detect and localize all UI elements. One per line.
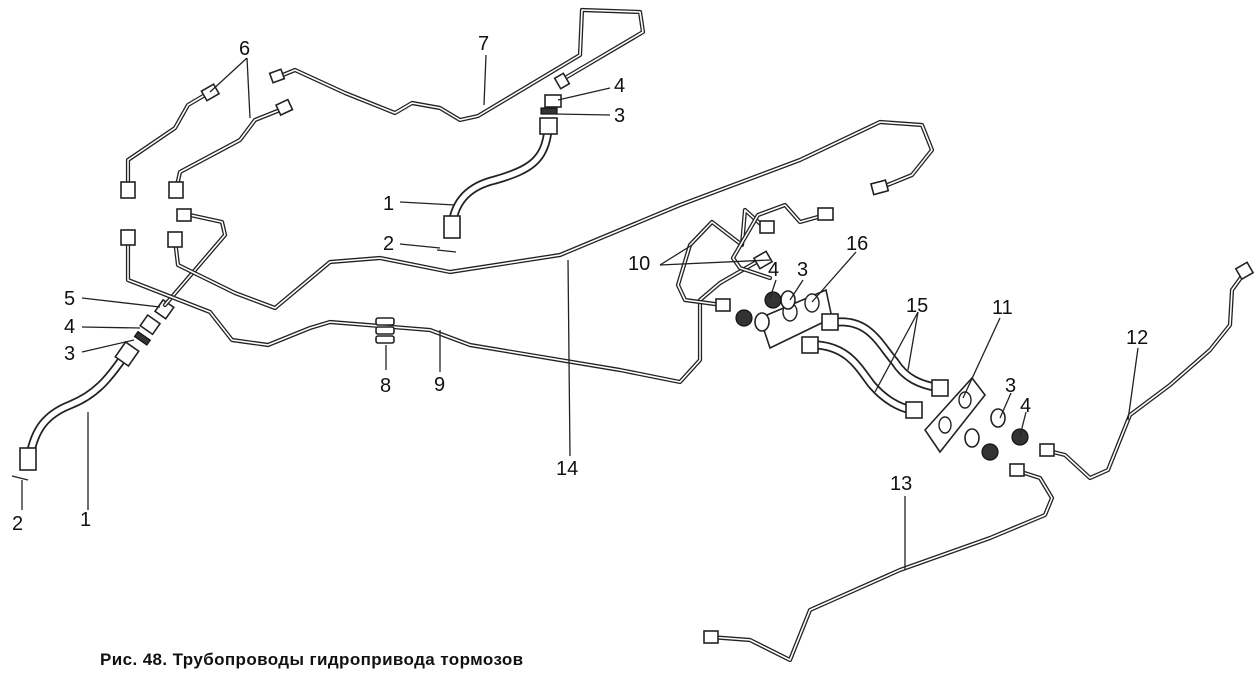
pipe-13 [703,463,1055,663]
pipe-10-a [675,207,775,312]
hose-1-upper [436,94,562,253]
pipe-14 [167,119,935,311]
callout-14: 14 [556,458,578,480]
pipe-12 [1039,261,1255,481]
callout-1-top: 1 [383,193,394,215]
clip-8 [375,317,395,344]
hoses-15 [801,313,949,419]
pipe-5 [162,208,228,308]
pipe-7 [268,7,646,123]
callout-5: 5 [64,288,75,310]
pipe-6-left [120,83,221,199]
callout-2-left: 2 [12,513,23,535]
callout-4-left: 4 [64,316,75,338]
callout-7: 7 [478,33,489,55]
callout-10: 10 [628,253,650,275]
callout-3-right: 3 [1005,375,1016,397]
callout-3-left: 3 [64,343,75,365]
leader-lines [21,54,1139,570]
callout-3-mid: 3 [797,259,808,281]
callout-1-left: 1 [80,509,91,531]
bracket-16 [735,288,833,350]
hose-1-lower [11,298,175,481]
pipe-10-b [730,202,834,281]
callout-3-top: 3 [614,105,625,127]
pipe-6-right [168,98,294,199]
callout-16: 16 [846,233,868,255]
callout-8: 8 [380,375,391,397]
callout-15: 15 [906,295,928,317]
pipe-9 [120,229,774,385]
callout-4-top: 4 [614,75,625,97]
callout-4-mid: 4 [768,259,779,281]
callout-4-right: 4 [1020,395,1031,417]
callout-2-top: 2 [383,233,394,255]
callout-11: 11 [992,297,1013,319]
callout-13: 13 [890,473,912,495]
callout-6: 6 [239,38,250,60]
figure-caption: Рис. 48. Трубопроводы гидропривода тормо… [100,650,524,669]
callout-12: 12 [1126,327,1148,349]
callout-9: 9 [434,374,445,396]
